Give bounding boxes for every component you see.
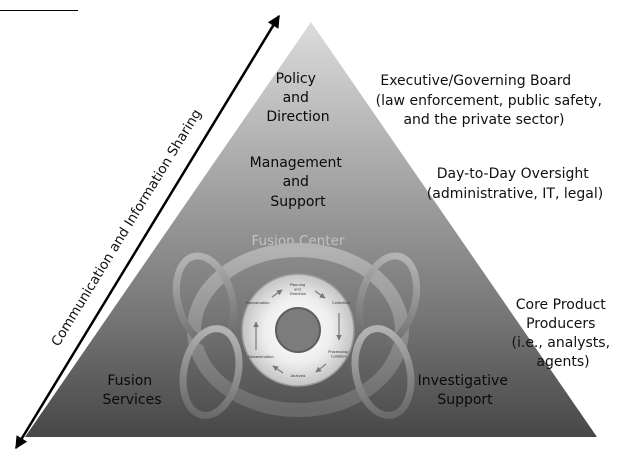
cycle-arrows (253, 289, 342, 374)
tier-label-policy: Policy and Direction (266, 71, 329, 125)
ring-right-top (355, 252, 421, 348)
communication-arrow (14, 14, 281, 450)
cycle-step-analysis: Analysis (291, 374, 306, 378)
ring-left-top (172, 252, 238, 348)
ring-left-bottom (179, 325, 243, 419)
intelligence-cycle: Planning and Direction Collection Proces… (241, 273, 355, 387)
side-label-producers: Core Product Producers (i.e., analysts, … (512, 297, 615, 370)
tier-label-management: Management and Support (250, 155, 347, 210)
ring-right-bottom (351, 325, 415, 419)
side-label-executive: Executive/Governing Board (law enforceme… (376, 73, 607, 128)
cycle-step-reevaluation: Reevaluation (246, 301, 269, 305)
fusion-rings (172, 243, 421, 419)
side-label-oversight: Day-to-Day Oversight (administrative, IT… (427, 166, 603, 202)
cycle-step-dissemination: Dissemination (248, 355, 274, 359)
tier-label-fusion-services: Fusion Services (102, 373, 161, 408)
tier-label-investigative: Investigative Support (418, 373, 513, 408)
cycle-step-collection: Collection (332, 301, 350, 305)
cycle-step-processing: Processing/ Collation (328, 350, 350, 359)
cycle-step-planning: Planning and Direction (290, 283, 307, 296)
cycle-hole (275, 307, 321, 353)
